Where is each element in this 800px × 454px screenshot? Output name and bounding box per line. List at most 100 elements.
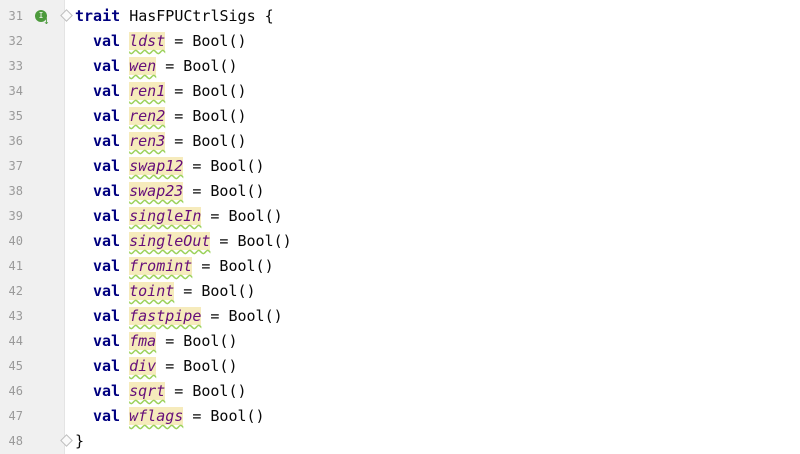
field-type: = Bool() (210, 232, 292, 250)
line-number: 32 (8, 34, 23, 48)
field-name[interactable]: fastpipe (129, 307, 202, 325)
field-name[interactable]: sqrt (129, 382, 166, 400)
line-number: 41 (8, 259, 23, 273)
line-number: 37 (8, 159, 23, 173)
field-type: = Bool() (201, 207, 283, 225)
close-brace: } (75, 432, 85, 450)
code-line-footer[interactable]: 48} (0, 429, 800, 454)
keyword: val (93, 282, 121, 300)
field-type: = Bool() (192, 257, 274, 275)
code-line[interactable]: 39 val singleIn = Bool() (0, 204, 800, 229)
field-type: = Bool() (165, 132, 247, 150)
code-text: val fma = Bool() (75, 329, 238, 354)
code-text: val singleOut = Bool() (75, 229, 292, 254)
field-type: = Bool() (201, 307, 283, 325)
code-text: val swap12 = Bool() (75, 154, 265, 179)
implemented-icon[interactable]: I (35, 10, 47, 22)
line-number: 45 (8, 359, 23, 373)
code-line[interactable]: 44 val fma = Bool() (0, 329, 800, 354)
field-name[interactable]: wen (129, 57, 157, 75)
code-text: val fastpipe = Bool() (75, 304, 283, 329)
code-text: val sqrt = Bool() (75, 379, 247, 404)
fold-marker-icon[interactable] (60, 9, 73, 22)
keyword: val (93, 157, 121, 175)
field-name[interactable]: ren2 (129, 107, 166, 125)
code-line[interactable]: 47 val wflags = Bool() (0, 404, 800, 429)
field-name[interactable]: wflags (129, 407, 184, 425)
field-type: = Bool() (156, 57, 238, 75)
code-line[interactable]: 45 val div = Bool() (0, 354, 800, 379)
field-type: = Bool() (183, 407, 265, 425)
code-text: val ren3 = Bool() (75, 129, 247, 154)
field-type: = Bool() (183, 182, 265, 200)
code-line[interactable]: 33 val wen = Bool() (0, 54, 800, 79)
keyword: val (93, 107, 121, 125)
line-number: 47 (8, 409, 23, 423)
keyword: val (93, 57, 121, 75)
line-number: 40 (8, 234, 23, 248)
field-name[interactable]: swap12 (129, 157, 184, 175)
keyword: val (93, 32, 121, 50)
field-name[interactable]: ren1 (129, 82, 166, 100)
code-text: val div = Bool() (75, 354, 238, 379)
code-line-header[interactable]: 31 I ↓ trait HasFPUCtrlSigs { (0, 4, 800, 29)
code-line[interactable]: 35 val ren2 = Bool() (0, 104, 800, 129)
field-name[interactable]: div (129, 357, 157, 375)
line-number: 34 (8, 84, 23, 98)
keyword: val (93, 132, 121, 150)
code-line[interactable]: 36 val ren3 = Bool() (0, 129, 800, 154)
code-text: val toint = Bool() (75, 279, 256, 304)
code-text: trait HasFPUCtrlSigs { (75, 4, 274, 29)
code-text: val singleIn = Bool() (75, 204, 283, 229)
line-number: 36 (8, 134, 23, 148)
code-text: val ldst = Bool() (75, 29, 247, 54)
code-line[interactable]: 46 val sqrt = Bool() (0, 379, 800, 404)
keyword: val (93, 257, 121, 275)
code-line[interactable]: 40 val singleOut = Bool() (0, 229, 800, 254)
keyword: val (93, 407, 121, 425)
code-text: val fromint = Bool() (75, 254, 274, 279)
field-name[interactable]: ren3 (129, 132, 166, 150)
fold-marker-icon[interactable] (60, 434, 73, 447)
line-number: 33 (8, 59, 23, 73)
field-name[interactable]: swap23 (129, 182, 184, 200)
line-number: 44 (8, 334, 23, 348)
line-number: 39 (8, 209, 23, 223)
field-name[interactable]: toint (129, 282, 175, 300)
code-text: } (75, 429, 84, 454)
code-line[interactable]: 32 val ldst = Bool() (0, 29, 800, 54)
line-number: 31 (8, 9, 23, 23)
keyword: val (93, 182, 121, 200)
field-name[interactable]: singleIn (129, 207, 202, 225)
field-name[interactable]: singleOut (129, 232, 211, 250)
field-name[interactable]: ldst (129, 32, 166, 50)
trait-name: HasFPUCtrlSigs (129, 7, 256, 25)
code-text: val swap23 = Bool() (75, 179, 265, 204)
keyword: val (93, 307, 121, 325)
field-name[interactable]: fma (129, 332, 157, 350)
field-type: = Bool() (165, 32, 247, 50)
field-type: = Bool() (156, 357, 238, 375)
keyword: val (93, 232, 121, 250)
code-line[interactable]: 41 val fromint = Bool() (0, 254, 800, 279)
code-text: val wflags = Bool() (75, 404, 265, 429)
field-type: = Bool() (165, 382, 247, 400)
keyword: val (93, 382, 121, 400)
line-number: 46 (8, 384, 23, 398)
field-type: = Bool() (165, 82, 247, 100)
keyword: val (93, 357, 121, 375)
line-number: 35 (8, 109, 23, 123)
editor-gutter (0, 0, 65, 454)
field-name[interactable]: fromint (129, 257, 193, 275)
code-text: val wen = Bool() (75, 54, 238, 79)
field-type: = Bool() (156, 332, 238, 350)
code-line[interactable]: 37 val swap12 = Bool() (0, 154, 800, 179)
open-brace: { (264, 7, 274, 25)
field-type: = Bool() (174, 282, 256, 300)
field-type: = Bool() (165, 107, 247, 125)
